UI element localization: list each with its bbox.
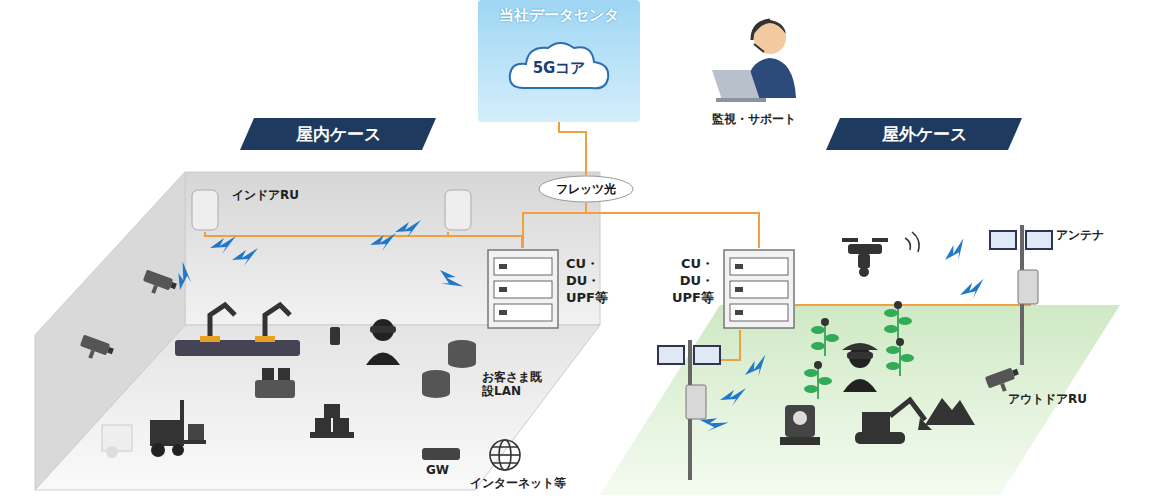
- node-text: CU・DU・UPF等: [566, 256, 626, 307]
- node-text: CU・DU・UPF等: [654, 256, 714, 307]
- node-text: 屋内ケース: [296, 123, 381, 146]
- case-banner: 屋内ケース: [240, 118, 436, 150]
- node-text: 当社データセンタ: [478, 6, 640, 25]
- case-banner: 屋外ケース: [826, 118, 1022, 150]
- part-label: インターネット等: [470, 476, 566, 490]
- fiber-line: [559, 122, 586, 175]
- datacenter-box: 当社データセンタ 5Gコア: [478, 0, 640, 122]
- part-label: インドアRU: [232, 188, 299, 202]
- node-text: 屋外ケース: [882, 123, 967, 146]
- node-text: フレッツ光: [556, 181, 616, 198]
- part-label: GW: [426, 463, 449, 477]
- fiber-line: [523, 203, 586, 248]
- server-unit: CU・DU・UPF等: [654, 248, 796, 330]
- operator-label: 監視・サポート: [712, 112, 796, 126]
- core-cloud: 5Gコア: [506, 38, 612, 94]
- fiber-line: [586, 203, 759, 248]
- serverL-outline: [486, 248, 628, 330]
- part-label: アンテナ: [1056, 228, 1104, 242]
- node-text: 5Gコア: [533, 59, 586, 78]
- part-label: お客さま既設LAN: [482, 370, 544, 399]
- serverR-outline: [654, 248, 796, 330]
- part-label: アウトドアRU: [1008, 392, 1087, 406]
- fiber-ellipse: フレッツ光: [538, 175, 634, 203]
- server-unit: CU・DU・UPF等: [486, 248, 628, 330]
